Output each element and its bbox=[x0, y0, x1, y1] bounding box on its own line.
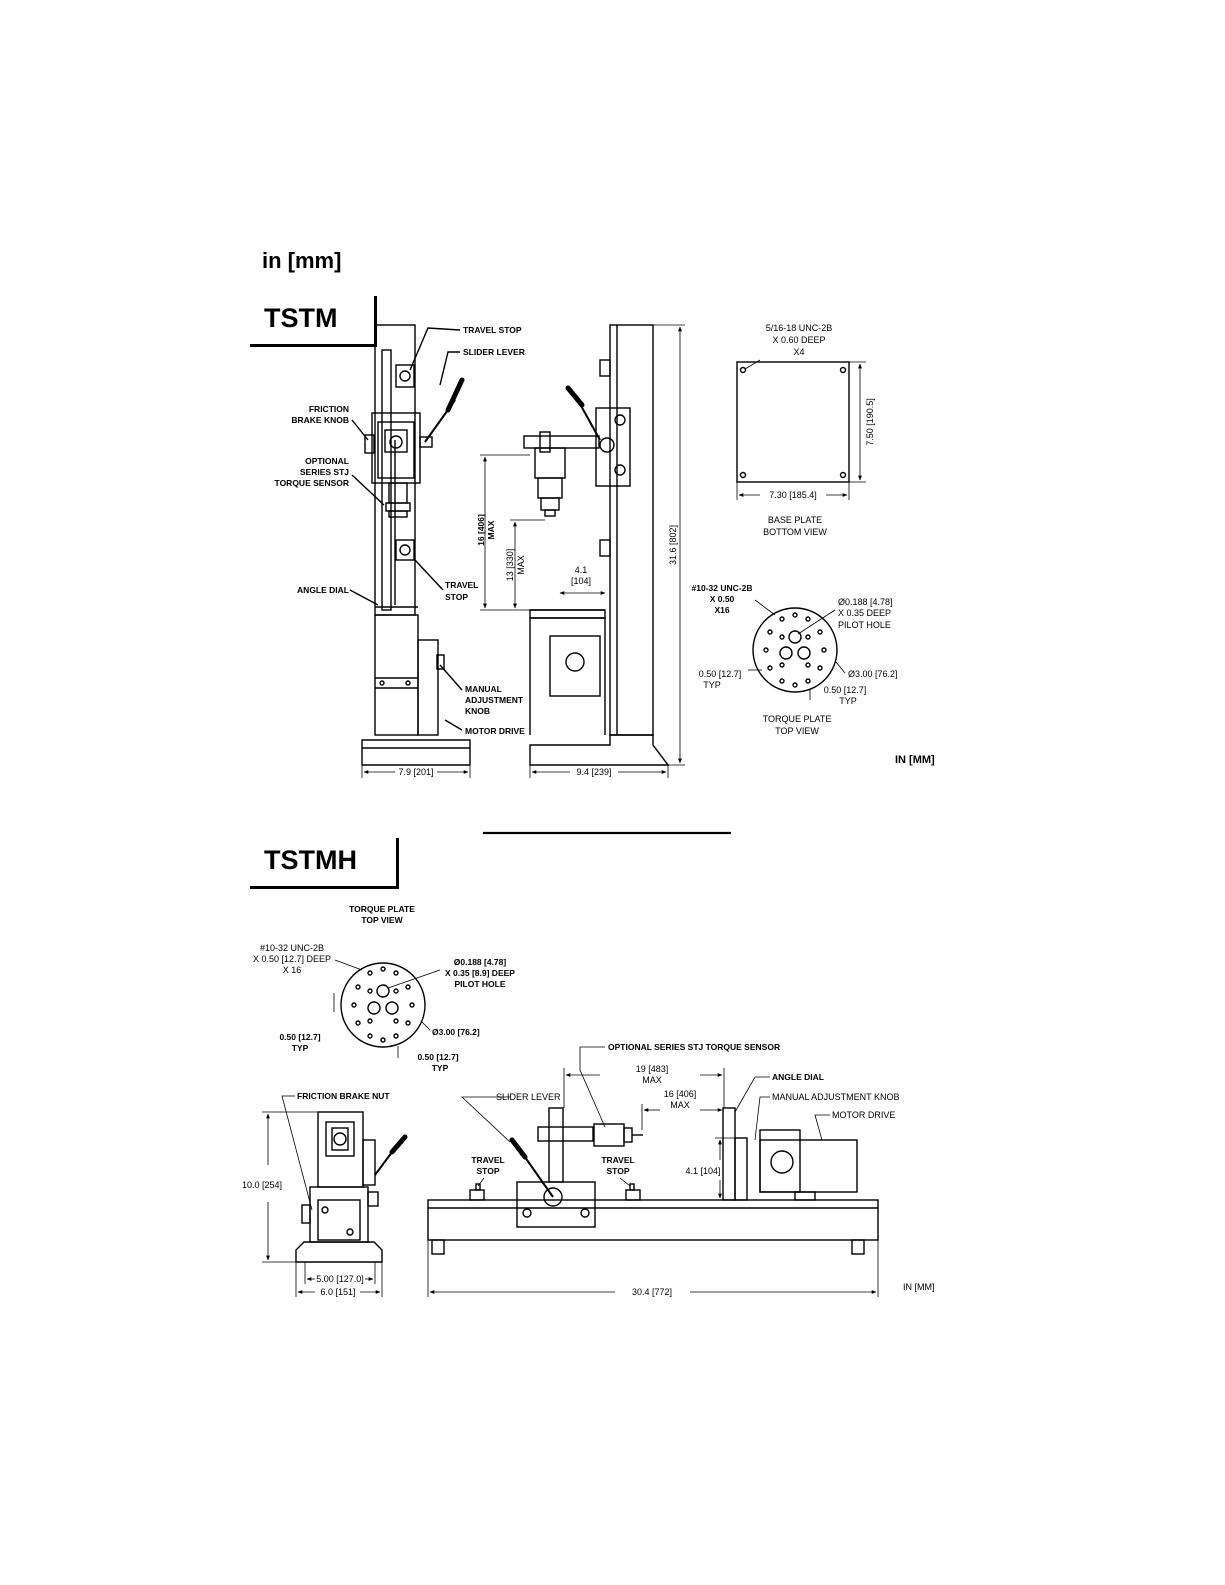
tstmh-travel-stop-right-1: TRAVEL bbox=[601, 1155, 634, 1165]
tstm-tp-spacing-left-2: TYP bbox=[703, 680, 721, 690]
tstmh-tp-spacing-bottom-2: TYP bbox=[432, 1063, 449, 1073]
tstm-max13-dim-2: MAX bbox=[516, 555, 526, 575]
tstm-optional-sensor-label-2: SERIES STJ bbox=[300, 467, 349, 477]
tstm-tp-thread-3: X16 bbox=[714, 605, 729, 615]
tstmh-side-view bbox=[427, 1107, 879, 1255]
tstm-tp-pilot-1: Ø0.188 [4.78] bbox=[838, 597, 893, 607]
tstm-max16-dim-1: 16 [406] bbox=[476, 514, 486, 546]
tstm-units-mark: IN [MM] bbox=[895, 754, 935, 766]
tstmh-max16-dim-2: MAX bbox=[670, 1100, 690, 1110]
tstm-tp-pilot-2: X 0.35 DEEP bbox=[838, 608, 891, 618]
tstmh-units-mark: IN [MM] bbox=[903, 1282, 935, 1292]
tstmh-offset-dim: 4.1 [104] bbox=[685, 1166, 720, 1176]
tstm-base-plate bbox=[736, 361, 850, 483]
tstm-motor-drive-label: MOTOR DRIVE bbox=[465, 726, 525, 736]
base-plate-thread-2: X 0.60 DEEP bbox=[772, 335, 825, 345]
tstmh-travel-stop-left-2: STOP bbox=[477, 1166, 500, 1176]
tstmh-travel-stop-right-2: STOP bbox=[607, 1166, 630, 1176]
base-plate-height-dim: 7.50 [190.5] bbox=[865, 398, 875, 446]
tstm-tp-caption-2: TOP VIEW bbox=[775, 726, 819, 736]
tstm-tp-thread-1: #10-32 UNC-2B bbox=[692, 583, 753, 593]
tstm-offset-dim-1: 4.1 bbox=[575, 565, 588, 575]
tstm-travel-stop-label: TRAVEL STOP bbox=[463, 325, 522, 335]
tstmh-width-inner-dim: 5.00 [127.0] bbox=[316, 1274, 364, 1284]
tstmh-tp-thread-1: #10-32 UNC-2B bbox=[260, 943, 324, 953]
tstmh-tp-pilot-1: Ø0.188 [4.78] bbox=[454, 957, 507, 967]
tstmh-tp-spacing-bottom-1: 0.50 [12.7] bbox=[417, 1052, 458, 1062]
tstm-torque-plate bbox=[752, 607, 838, 693]
tstmh-optional-sensor-label: OPTIONAL SERIES STJ TORQUE SENSOR bbox=[608, 1042, 780, 1052]
tstmh-max16-dim-1: 16 [406] bbox=[664, 1089, 697, 1099]
tstmh-length-dim: 30.4 [772] bbox=[632, 1287, 672, 1297]
tstmh-angle-dial-label: ANGLE DIAL bbox=[772, 1072, 824, 1082]
tstmh-tp-pilot-2: X 0.35 [8.9] DEEP bbox=[445, 968, 515, 978]
tstm-tp-pilot-3: PILOT HOLE bbox=[838, 620, 891, 630]
tstm-side-width-dim: 9.4 [239] bbox=[576, 767, 611, 777]
tstm-optional-sensor-label-1: OPTIONAL bbox=[305, 456, 349, 466]
unit-title: in [mm] bbox=[262, 248, 342, 273]
tstm-manual-adjustment-label-3: KNOB bbox=[465, 706, 490, 716]
tstmh-friction-brake-nut-label: FRICTION BRAKE NUT bbox=[297, 1091, 390, 1101]
tstmh-motor-drive-label: MOTOR DRIVE bbox=[832, 1110, 895, 1120]
tstmh-tp-diameter: Ø3.00 [76.2] bbox=[432, 1027, 480, 1037]
tstm-slider-lever-label: SLIDER LEVER bbox=[463, 347, 525, 357]
tstm-optional-sensor-label-3: TORQUE SENSOR bbox=[275, 478, 349, 488]
tstm-friction-brake-knob-label-1: FRICTION bbox=[309, 404, 349, 414]
tstm-front-view bbox=[361, 324, 471, 766]
tstmh-tp-caption-2: TOP VIEW bbox=[361, 915, 403, 925]
tstm-model-label: TSTM bbox=[250, 296, 377, 347]
tstm-max13-dim-1: 13 [330] bbox=[505, 549, 515, 582]
tstmh-slider-lever-label: SLIDER LEVER bbox=[496, 1092, 561, 1102]
tstmh-tp-thread-2: X 0.50 [12.7] DEEP bbox=[253, 954, 331, 964]
base-plate-caption-1: BASE PLATE bbox=[768, 515, 822, 525]
tstm-height-dim: 31.6 [802] bbox=[668, 525, 678, 565]
tstm-travel-stop-bottom-label-1: TRAVEL bbox=[445, 580, 478, 590]
base-plate-width-dim: 7.30 [185.4] bbox=[769, 490, 817, 500]
tstm-manual-adjustment-label-1: MANUAL bbox=[465, 684, 502, 694]
tstmh-tp-thread-3: X 16 bbox=[283, 965, 302, 975]
tstm-angle-dial-label: ANGLE DIAL bbox=[297, 585, 349, 595]
tstmh-travel-stop-left-1: TRAVEL bbox=[471, 1155, 504, 1165]
tstm-tp-spacing-left-1: 0.50 [12.7] bbox=[699, 669, 742, 679]
base-plate-thread-3: X4 bbox=[793, 347, 804, 357]
tstmh-max19-dim-2: MAX bbox=[642, 1075, 662, 1085]
tstm-tp-spacing-bottom-2: TYP bbox=[839, 696, 857, 706]
tstmh-tp-caption-1: TORQUE PLATE bbox=[349, 904, 415, 914]
tstm-manual-adjustment-label-2: ADJUSTMENT bbox=[465, 695, 524, 705]
base-plate-thread-1: 5/16-18 UNC-2B bbox=[766, 323, 833, 333]
tstm-max16-dim-2: MAX bbox=[486, 520, 496, 539]
tstmh-front-view bbox=[295, 1111, 408, 1263]
tstmh-tp-spacing-left-2: TYP bbox=[292, 1043, 309, 1053]
tstm-tp-thread-2: X 0.50 bbox=[710, 594, 735, 604]
base-plate-caption-2: BOTTOM VIEW bbox=[763, 527, 827, 537]
tstmh-height-dim: 10.0 [254] bbox=[242, 1180, 282, 1190]
tstmh-manual-adjustment-label: MANUAL ADJUSTMENT KNOB bbox=[772, 1092, 900, 1102]
tstm-tp-caption-1: TORQUE PLATE bbox=[763, 714, 832, 724]
tstm-side-view bbox=[523, 324, 670, 766]
tstmh-width-outer-dim: 6.0 [151] bbox=[320, 1287, 355, 1297]
tstmh-tp-spacing-left-1: 0.50 [12.7] bbox=[279, 1032, 320, 1042]
tstm-friction-brake-knob-label-2: BRAKE KNOB bbox=[291, 415, 349, 425]
tstm-tp-diameter: Ø3.00 [76.2] bbox=[848, 669, 898, 679]
tstm-travel-stop-bottom-label-2: STOP bbox=[445, 592, 468, 602]
tstmh-model-label: TSTMH bbox=[250, 838, 399, 889]
tstm-tp-spacing-bottom-1: 0.50 [12.7] bbox=[824, 685, 867, 695]
tstmh-torque-plate bbox=[340, 962, 426, 1048]
tstm-offset-dim-2: [104] bbox=[571, 576, 591, 586]
tstmh-tp-pilot-3: PILOT HOLE bbox=[455, 979, 506, 989]
tstm-front-width-dim: 7.9 [201] bbox=[398, 767, 433, 777]
tstmh-max19-dim-1: 19 [483] bbox=[636, 1064, 669, 1074]
